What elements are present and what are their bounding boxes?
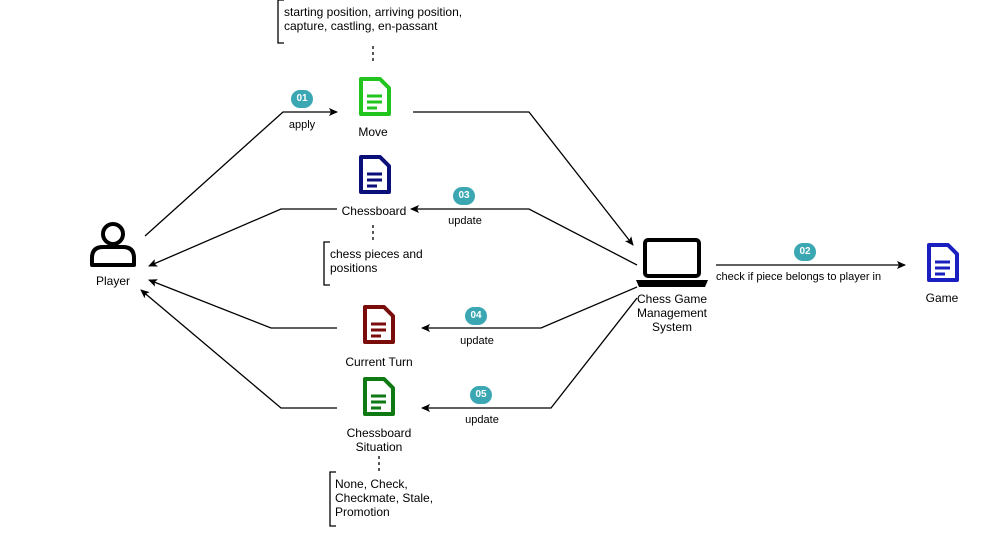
- edge-situation-to-player: [140, 289, 337, 409]
- system-label-line-1: Chess Game: [636, 292, 708, 306]
- system-label: Chess Game Management System: [637, 292, 707, 334]
- game-label: Game: [925, 291, 959, 305]
- move-note: starting position, arriving position, ca…: [284, 5, 462, 33]
- situation-document-icon[interactable]: [363, 377, 395, 416]
- note-bracket-move: [277, 0, 284, 44]
- player-label: Player: [95, 274, 131, 288]
- edge-move-to-system: [413, 111, 634, 246]
- move-label: Move: [358, 125, 388, 139]
- system-label-line-3: System: [651, 320, 693, 334]
- situation-note-line-1: None, Check,: [335, 477, 408, 491]
- move-note-line-1: starting position, arriving position,: [284, 5, 463, 19]
- step-badge-02: 02: [794, 243, 816, 261]
- game-document-icon[interactable]: [927, 243, 959, 282]
- situation-note-line-2: Checkmate, Stale,: [335, 491, 434, 505]
- situation-label-line-2: Situation: [355, 440, 403, 454]
- chessboard-label: Chessboard: [339, 204, 409, 218]
- step-label-update-03: update: [448, 215, 482, 227]
- current-turn-document-icon[interactable]: [363, 305, 395, 344]
- note-bracket-chessboard: [323, 241, 330, 286]
- step-label-check: check if piece belongs to player in: [716, 271, 882, 283]
- move-document-icon[interactable]: [359, 77, 391, 116]
- edge-system-to-situation: [421, 297, 638, 412]
- edge-system-to-current-turn: [421, 286, 638, 332]
- situation-note: None, Check, Checkmate, Stale, Promotion: [335, 477, 433, 519]
- current-turn-label: Current Turn: [345, 355, 413, 369]
- chessboard-note-line-1: chess pieces and: [330, 247, 423, 261]
- step-label-apply: apply: [288, 119, 316, 131]
- move-note-line-2: capture, castling, en-passant: [284, 19, 438, 33]
- situation-label-line-1: Chessboard: [346, 426, 412, 440]
- note-bracket-situation: [329, 471, 336, 527]
- situation-label: Chessboard Situation: [347, 426, 412, 454]
- user-icon[interactable]: [90, 222, 136, 267]
- step-badge-05: 05: [470, 386, 492, 404]
- step-badge-01: 01: [291, 90, 313, 108]
- step-label-update-04: update: [460, 335, 494, 347]
- edge-system-to-chessboard: [410, 205, 638, 266]
- situation-note-line-3: Promotion: [335, 505, 390, 519]
- edge-player-to-move: [144, 108, 338, 237]
- step-badge-03: 03: [453, 187, 475, 205]
- edge-current-turn-to-player: [148, 279, 337, 329]
- laptop-icon[interactable]: [636, 238, 708, 287]
- chessboard-note: chess pieces and positions: [330, 247, 423, 275]
- step-label-update-05: update: [465, 414, 499, 426]
- chessboard-document-icon[interactable]: [359, 155, 391, 194]
- edge-chessboard-to-player: [148, 208, 337, 267]
- step-badge-04: 04: [465, 307, 487, 325]
- system-label-line-2: Management: [636, 306, 708, 320]
- chessboard-note-line-2: positions: [330, 261, 378, 275]
